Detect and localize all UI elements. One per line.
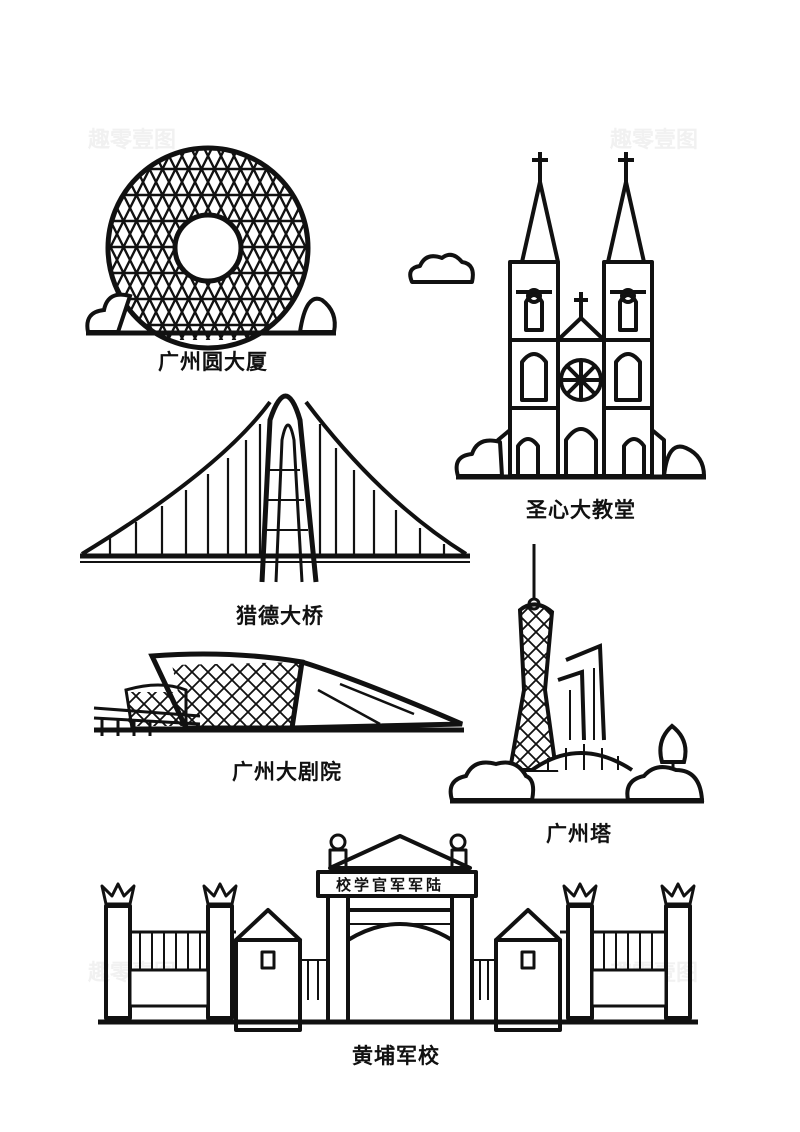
whampoa-military-academy <box>98 833 698 1032</box>
label-canton-tower: 广州塔 <box>546 822 612 846</box>
watermark-text: 趣零壹图 <box>88 128 177 153</box>
sacred-heart-cathedral <box>408 152 706 480</box>
label-whampoa: 黄埔军校 <box>352 1044 440 1068</box>
watermark-text: 趣零壹图 <box>610 128 699 153</box>
label-liede-bridge: 猎德大桥 <box>236 604 324 628</box>
guangzhou-circle-building <box>85 145 337 351</box>
label-guangzhou-circle: 广州圆大厦 <box>158 350 268 374</box>
label-sacred-heart-cathedral: 圣心大教堂 <box>526 498 636 522</box>
liede-bridge <box>80 393 470 583</box>
label-opera-house: 广州大剧院 <box>232 760 342 784</box>
guangzhou-opera-house <box>93 651 464 736</box>
label-gate-sign: 校学官军军陆 <box>336 876 445 894</box>
canton-tower <box>448 544 705 804</box>
